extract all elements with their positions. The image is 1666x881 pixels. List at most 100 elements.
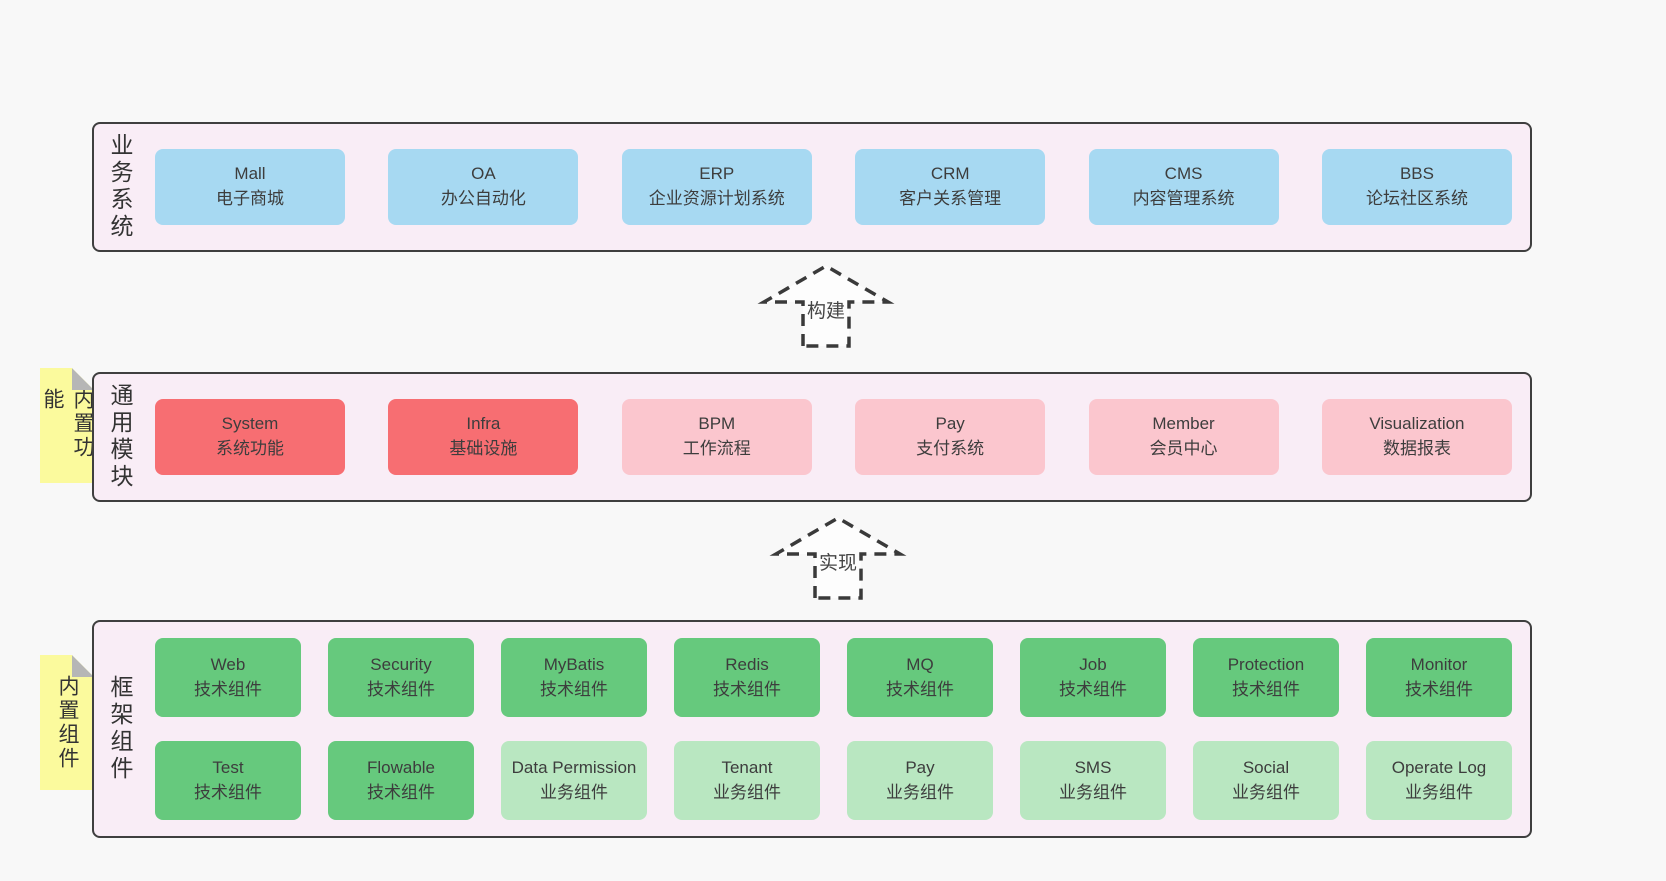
box-title: CRM	[930, 164, 970, 184]
band-framework-components: 框架组件 Web 技术组件 Security 技术组件 MyBatis 技术组件…	[92, 620, 1532, 838]
box-subtitle: 技术组件	[886, 679, 954, 699]
box-data-permission: Data Permission 业务组件	[501, 741, 647, 820]
arrow-implement: 实现	[768, 512, 908, 600]
box-title: Monitor	[1410, 654, 1468, 674]
box-title: Member	[1152, 414, 1215, 434]
box-title: Security	[370, 654, 432, 674]
box-sms: SMS 业务组件	[1020, 741, 1166, 820]
box-web: Web 技术组件	[155, 638, 301, 717]
box-pay-component: Pay 业务组件	[847, 741, 993, 820]
box-title: OA	[471, 164, 496, 184]
box-subtitle: 技术组件	[1059, 679, 1127, 699]
box-infra: Infra 基础设施	[388, 399, 579, 475]
box-test: Test 技术组件	[155, 741, 301, 820]
box-subtitle: 技术组件	[194, 782, 262, 802]
box-operate-log: Operate Log 业务组件	[1366, 741, 1512, 820]
box-subtitle: 基础设施	[449, 439, 518, 458]
box-title: SMS	[1074, 757, 1112, 777]
box-title: Data Permission	[511, 757, 637, 777]
box-security: Security 技术组件	[328, 638, 474, 717]
box-title: Protection	[1227, 654, 1305, 674]
box-title: MyBatis	[543, 654, 605, 674]
box-tenant: Tenant 业务组件	[674, 741, 820, 820]
box-subtitle: 企业资源计划系统	[648, 189, 785, 208]
arrow-build: 构建	[756, 260, 896, 348]
box-redis: Redis 技术组件	[674, 638, 820, 717]
box-title: Mall	[234, 164, 266, 184]
box-subtitle: 技术组件	[367, 782, 435, 802]
box-subtitle: 业务组件	[1232, 782, 1300, 802]
box-mybatis: MyBatis 技术组件	[501, 638, 647, 717]
box-subtitle: 业务组件	[886, 782, 954, 802]
box-subtitle: 内容管理系统	[1132, 189, 1235, 208]
sticky-note-built-in-features: 内置功能	[40, 368, 94, 483]
box-subtitle: 技术组件	[540, 679, 608, 699]
box-subtitle: 论坛社区系统	[1365, 189, 1468, 208]
box-visualization: Visualization 数据报表	[1321, 399, 1512, 475]
band-label-common-modules: 通用模块	[107, 383, 133, 491]
components-row-1: Web 技术组件 Security 技术组件 MyBatis 技术组件 Redi…	[155, 638, 1512, 717]
box-member: Member 会员中心	[1088, 399, 1279, 475]
box-title: Job	[1079, 654, 1107, 674]
box-title: Infra	[466, 414, 501, 434]
box-social: Social 业务组件	[1193, 741, 1339, 820]
box-title: BBS	[1399, 164, 1434, 184]
box-subtitle: 业务组件	[540, 782, 608, 802]
box-subtitle: 业务组件	[1059, 782, 1127, 802]
box-mall: Mall 电子商城	[155, 149, 345, 225]
box-title: Operate Log	[1391, 757, 1487, 777]
box-title: Web	[210, 654, 246, 674]
box-cms: CMS 内容管理系统	[1088, 149, 1279, 225]
sticky-note-built-in-components: 内置组件	[40, 655, 94, 790]
box-subtitle: 技术组件	[1232, 679, 1300, 699]
box-subtitle: 技术组件	[194, 679, 262, 699]
box-title: System	[221, 414, 279, 434]
box-pay-system: Pay 支付系统	[855, 399, 1046, 475]
arrow-label-implement: 实现	[816, 548, 860, 575]
box-oa: OA 办公自动化	[388, 149, 579, 225]
box-bpm: BPM 工作流程	[621, 399, 812, 475]
box-title: BPM	[698, 414, 736, 434]
box-subtitle: 电子商城	[216, 189, 284, 208]
box-subtitle: 技术组件	[713, 679, 781, 699]
sticky-note-label: 内置组件	[56, 675, 79, 771]
box-title: Visualization	[1369, 414, 1465, 434]
box-job: Job 技术组件	[1020, 638, 1166, 717]
business-systems-boxes: Mall 电子商城 OA 办公自动化 ERP 企业资源计划系统 CRM 客户关系…	[155, 149, 1512, 225]
box-subtitle: 业务组件	[1405, 782, 1473, 802]
box-title: Redis	[725, 654, 769, 674]
box-subtitle: 数据报表	[1382, 439, 1451, 458]
box-title: Social	[1242, 757, 1290, 777]
box-title: Pay	[905, 757, 935, 777]
box-title: CMS	[1164, 164, 1203, 184]
box-title: Pay	[935, 414, 965, 434]
box-mq: MQ 技术组件	[847, 638, 993, 717]
box-subtitle: 会员中心	[1149, 439, 1218, 458]
box-subtitle: 支付系统	[916, 439, 985, 458]
components-row-2: Test 技术组件 Flowable 技术组件 Data Permission …	[155, 741, 1512, 820]
box-monitor: Monitor 技术组件	[1366, 638, 1512, 717]
box-erp: ERP 企业资源计划系统	[621, 149, 812, 225]
arrow-label-build: 构建	[804, 296, 848, 323]
box-title: Test	[212, 757, 244, 777]
box-subtitle: 办公自动化	[440, 189, 526, 208]
box-subtitle: 工作流程	[682, 439, 751, 458]
box-subtitle: 技术组件	[1405, 679, 1473, 699]
box-subtitle: 业务组件	[713, 782, 781, 802]
band-common-modules: 通用模块 System 系统功能 Infra 基础设施 BPM 工作流程 Pay…	[92, 372, 1532, 502]
box-subtitle: 系统功能	[216, 439, 284, 458]
framework-components-grid: Web 技术组件 Security 技术组件 MyBatis 技术组件 Redi…	[155, 638, 1512, 820]
box-flowable: Flowable 技术组件	[328, 741, 474, 820]
band-business-systems: 业务系统 Mall 电子商城 OA 办公自动化 ERP 企业资源计划系统 CRM…	[92, 122, 1532, 252]
box-bbs: BBS 论坛社区系统	[1321, 149, 1512, 225]
box-title: Tenant	[721, 757, 773, 777]
box-system: System 系统功能	[155, 399, 345, 475]
band-label-framework-components: 框架组件	[107, 675, 133, 783]
box-crm: CRM 客户关系管理	[855, 149, 1046, 225]
box-subtitle: 客户关系管理	[899, 189, 1002, 208]
box-title: MQ	[906, 654, 934, 674]
box-protection: Protection 技术组件	[1193, 638, 1339, 717]
box-title: ERP	[699, 164, 735, 184]
box-title: Flowable	[366, 757, 436, 777]
